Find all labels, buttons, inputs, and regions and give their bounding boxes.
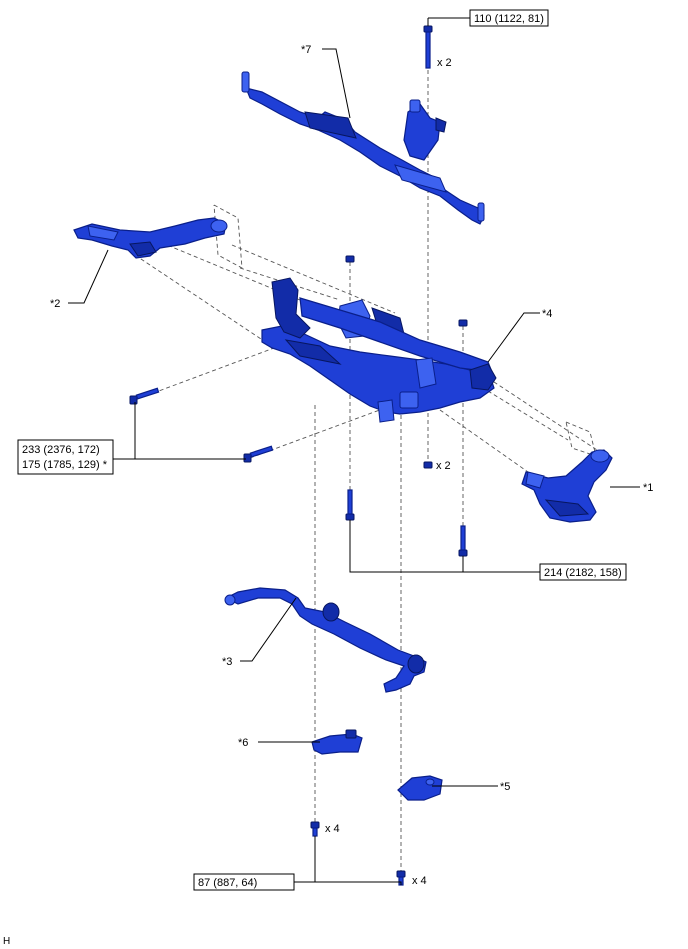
torque-110-text: 110 (1122, 81) bbox=[474, 13, 544, 25]
torque-box-110: 110 (1122, 81) bbox=[469, 9, 549, 27]
callout-7: *7 bbox=[301, 44, 311, 56]
lower-arm-left bbox=[73, 217, 228, 259]
callout-2: *2 bbox=[50, 298, 60, 310]
torque-box-233-175: 233 (2376, 172) 175 (1785, 129) * bbox=[17, 439, 114, 475]
bracket-left bbox=[311, 729, 363, 755]
callout-4: *4 bbox=[542, 308, 552, 320]
leader-lines bbox=[68, 17, 640, 885]
torque-box-214: 214 (2182, 158) bbox=[539, 563, 627, 581]
torque-175-text: 175 (1785, 129) * bbox=[22, 459, 108, 471]
lower-arm-right bbox=[521, 449, 613, 523]
qty-bottom-left: x 4 bbox=[325, 823, 340, 835]
torque-87-text: 87 (887, 64) bbox=[198, 877, 257, 889]
torque-box-87: 87 (887, 64) bbox=[193, 873, 295, 891]
callout-6: *6 bbox=[238, 737, 248, 749]
callout-1: *1 bbox=[643, 482, 653, 494]
torque-233-text: 233 (2376, 172) bbox=[22, 444, 100, 456]
torque-214-text: 214 (2182, 158) bbox=[544, 567, 622, 579]
bracket-right bbox=[397, 775, 443, 801]
figure-code: H bbox=[3, 936, 10, 947]
qty-bottom-right: x 4 bbox=[412, 875, 427, 887]
stabilizer-bar bbox=[224, 587, 427, 693]
steering-gear bbox=[241, 71, 485, 225]
bolts bbox=[129, 25, 468, 886]
callout-3: *3 bbox=[222, 656, 232, 668]
qty-top: x 2 bbox=[437, 57, 452, 69]
qty-mid: x 2 bbox=[436, 460, 451, 472]
callout-5: *5 bbox=[500, 781, 510, 793]
crossmember bbox=[261, 277, 497, 423]
